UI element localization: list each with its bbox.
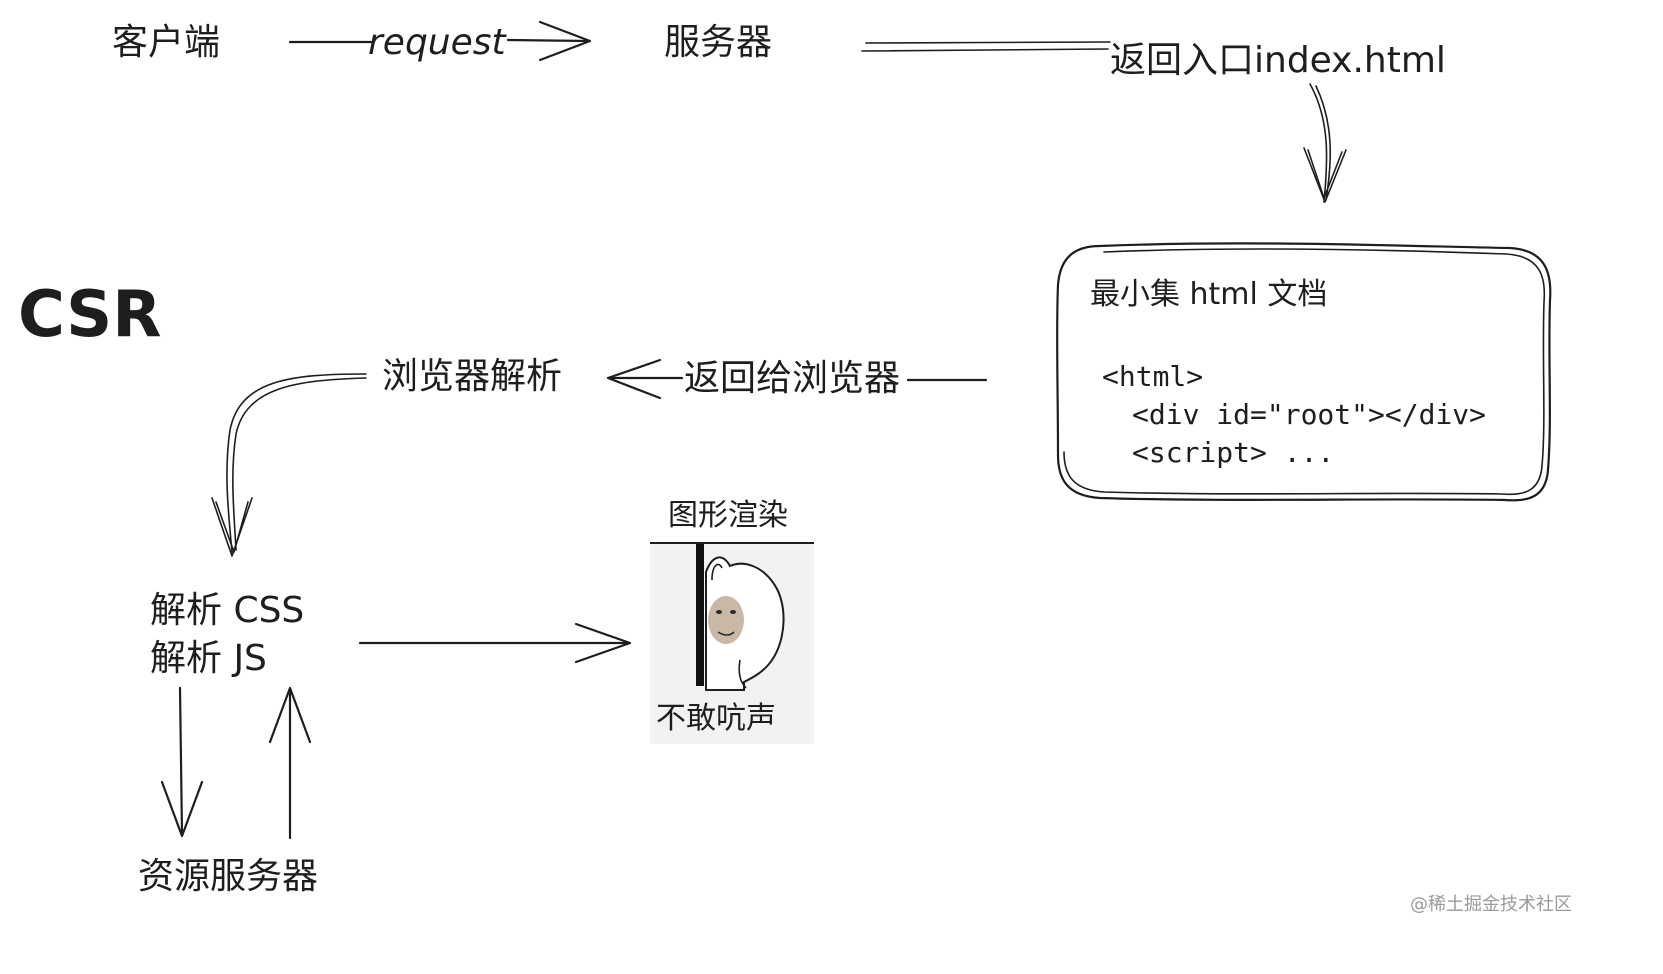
arrow-box-to-browser xyxy=(606,358,988,400)
node-server: 服务器 xyxy=(664,22,772,63)
arrow-parse-to-render xyxy=(358,622,632,664)
edge-label-request: request xyxy=(368,22,508,63)
watermark: @稀土掘金技术社区 xyxy=(1410,894,1572,915)
node-resource-server: 资源服务器 xyxy=(138,856,318,897)
node-return-to-browser: 返回给浏览器 xyxy=(684,358,900,399)
node-return-entry: 返回入口index.html xyxy=(1110,40,1446,81)
node-parse-js: 解析 JS xyxy=(150,638,267,679)
html-code-line-1: <html> xyxy=(1102,360,1203,393)
arrow-entry-to-box xyxy=(1303,83,1347,203)
diagram-title: CSR xyxy=(18,278,162,352)
arrow-server-to-entry xyxy=(861,41,1111,52)
node-render-label: 图形渲染 xyxy=(668,498,788,533)
node-client: 客户端 xyxy=(112,22,220,63)
arrow-parse-to-resource xyxy=(160,686,204,838)
node-parse-css: 解析 CSS xyxy=(150,590,304,631)
html-box-title: 最小集 html 文档 xyxy=(1090,277,1327,312)
arrow-browser-to-parse xyxy=(211,373,367,557)
arrow-resource-to-parse xyxy=(268,686,312,840)
meme-caption: 不敢吭声 xyxy=(656,701,776,736)
meme-image: 不敢吭声 xyxy=(650,542,814,744)
html-code-line-3: <script> ... xyxy=(1132,436,1334,469)
html-code-line-2: <div id="root"></div> xyxy=(1132,398,1486,431)
arrow-client-to-server xyxy=(288,20,592,62)
node-browser-parse: 浏览器解析 xyxy=(382,356,562,397)
html-doc-box xyxy=(1056,242,1552,502)
